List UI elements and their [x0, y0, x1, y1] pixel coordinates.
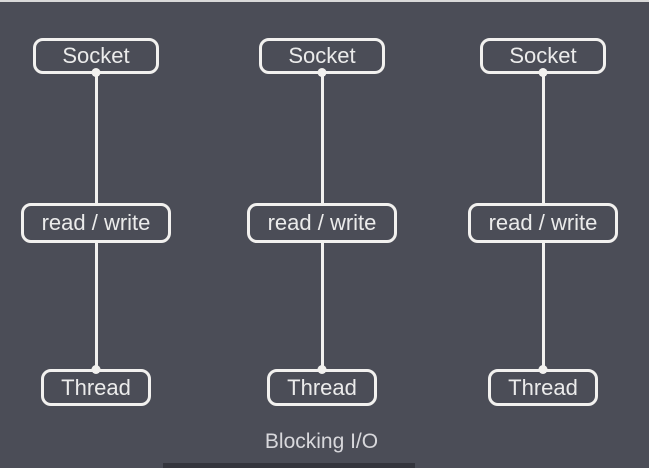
thread-node: Thread: [41, 369, 151, 406]
bottom-dark-strip: [163, 463, 415, 468]
connector-endpoint-dot: [538, 68, 548, 77]
connector-endpoint-dot: [91, 68, 101, 77]
connector-endpoint-dot: [538, 365, 548, 374]
read-write-node: read / write: [247, 203, 397, 243]
diagram-column-2: Socket read / write Thread: [232, 2, 412, 468]
diagram-column-1: Socket read / write Thread: [6, 2, 186, 468]
read-write-node: read / write: [468, 203, 618, 243]
connector-endpoint-dot: [91, 365, 101, 374]
read-write-node: read / write: [21, 203, 171, 243]
diagram-caption: Blocking I/O: [264, 430, 379, 453]
connector-endpoint-dot: [317, 68, 327, 77]
diagram-column-3: Socket read / write Thread: [453, 2, 633, 468]
thread-node: Thread: [267, 369, 377, 406]
thread-node: Thread: [488, 369, 598, 406]
connector-endpoint-dot: [317, 365, 327, 374]
